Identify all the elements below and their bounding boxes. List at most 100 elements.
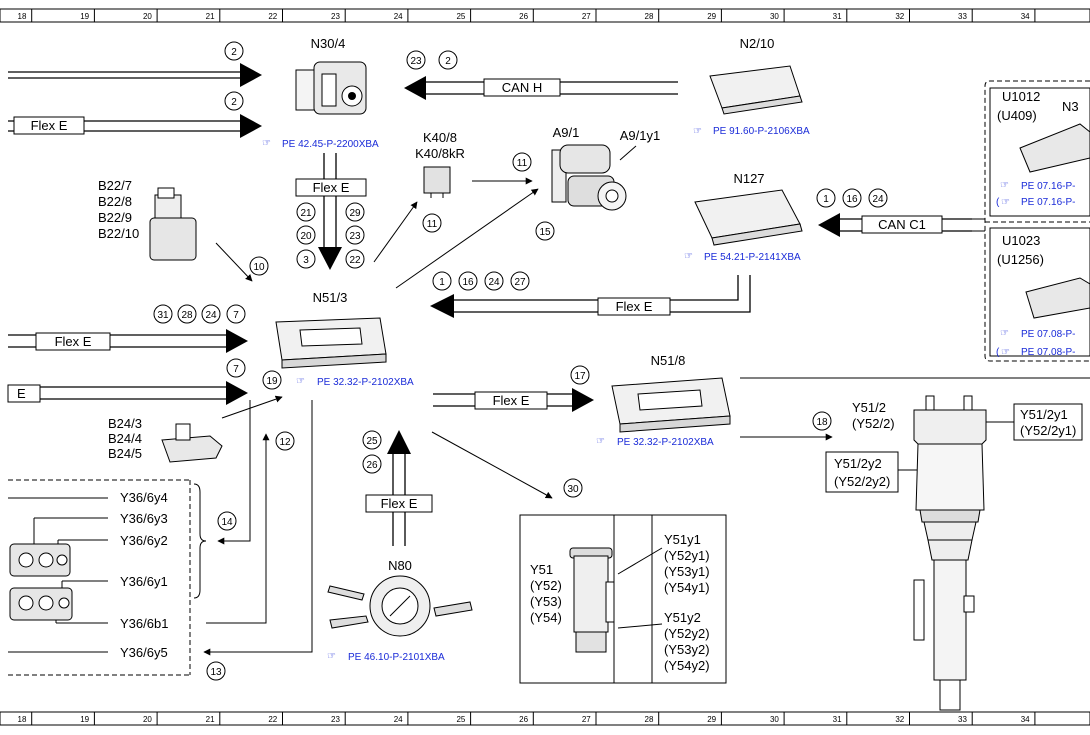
n51-3-to-y36-valves-line — [217, 400, 251, 545]
svg-text:2: 2 — [231, 97, 237, 108]
svg-text:14: 14 — [221, 517, 233, 528]
n51-3-module-icon — [275, 317, 387, 369]
reference-link[interactable]: ☞ PE 07.16-P- — [1000, 180, 1075, 192]
ruler-column-label: 27 — [582, 12, 591, 21]
flex-e-label-up: Flex E — [381, 496, 418, 511]
svg-text:(Y54y2): (Y54y2) — [664, 658, 710, 673]
ruler-column-label: 27 — [582, 715, 591, 724]
svg-text:(Y53y2): (Y53y2) — [664, 642, 710, 657]
ruler-column-label: 19 — [80, 715, 89, 724]
svg-text:1: 1 — [823, 194, 829, 205]
y36-valve-block-icon — [9, 543, 73, 621]
n51-8-reference: PE 32.32-P-2102XBA — [617, 437, 714, 448]
ruler-column-label: 26 — [519, 12, 528, 21]
signal-circle: 18 — [812, 411, 832, 431]
svg-text:B24/5: B24/5 — [108, 446, 142, 461]
n127-module-icon — [694, 189, 803, 246]
flex-e-label-left: Flex E — [55, 334, 92, 349]
ruler-column-label: 21 — [206, 12, 215, 21]
reference-link[interactable]: ☞ PE 07.08-P- — [1000, 328, 1075, 340]
svg-text:28: 28 — [181, 310, 193, 321]
reference-link[interactable]: ☞ PE 42.45-P-2200XBA — [262, 138, 379, 150]
can-c1-bus-arrow: CAN C1 — [818, 213, 972, 237]
n51-3-to-relay-line — [373, 201, 418, 263]
n51-3-to-valve-line — [431, 431, 553, 499]
ruler-column-label: 33 — [958, 12, 967, 21]
signal-circle: 30 — [563, 478, 583, 498]
svg-text:23: 23 — [349, 231, 361, 242]
flex-e-down-arrow: Flex E — [295, 153, 367, 270]
reference-link[interactable]: ☞ PE 91.60-P-2106XBA — [693, 126, 810, 137]
u1012-reference-b: PE 07.16-P- — [1021, 197, 1075, 208]
hand-pointer-icon: ☞ — [327, 651, 336, 662]
a9-1-compressor-icon — [551, 144, 637, 211]
n127-reference: PE 54.21-P-2141XBA — [704, 252, 801, 263]
n80-reference: PE 46.10-P-2101XBA — [348, 652, 445, 663]
svg-text:Y36/6y2: Y36/6y2 — [120, 533, 168, 548]
k40-8-relay-icon — [423, 166, 451, 198]
svg-text:B22/9: B22/9 — [98, 210, 132, 225]
svg-text:Y51y2: Y51y2 — [664, 610, 701, 625]
hand-pointer-icon: ☞ — [596, 436, 605, 447]
reference-link[interactable]: ☞ PE 32.32-P-2102XBA — [296, 376, 414, 388]
svg-text:27: 27 — [514, 277, 526, 288]
svg-text:Y36/6y4: Y36/6y4 — [120, 490, 168, 505]
ruler-column-label: 34 — [1021, 12, 1030, 21]
svg-text:2: 2 — [445, 56, 451, 67]
b24-labels: B24/3 B24/4 B24/5 — [108, 416, 142, 461]
u1023-reference-a: PE 07.08-P- — [1021, 329, 1075, 340]
ruler-column-label: 18 — [18, 715, 27, 724]
ruler-column-label: 25 — [456, 715, 465, 724]
input-line-e-left: E — [7, 381, 248, 405]
hand-pointer-icon: ☞ — [1000, 180, 1009, 191]
ruler-column-label: 20 — [143, 715, 152, 724]
valve-box: Y51 (Y52) (Y53) (Y54) Y51y1 (Y52y1) (Y53… — [519, 514, 727, 684]
n30-4-label: N30/4 — [311, 36, 346, 51]
svg-text:12: 12 — [279, 437, 291, 448]
svg-text:(Y54): (Y54) — [530, 610, 562, 625]
signal-circle: 11 — [512, 152, 532, 172]
u1023-module-icon — [1025, 277, 1090, 319]
u1012-module-icon — [1019, 123, 1090, 173]
reference-link[interactable]: ( ☞ PE 07.08-P- — [996, 347, 1075, 358]
reference-link[interactable]: ☞ PE 32.32-P-2102XBA — [596, 436, 714, 448]
ruler-column-label: 26 — [519, 715, 528, 724]
svg-text:18: 18 — [816, 417, 828, 428]
reference-link[interactable]: ( ☞ PE 07.16-P- — [996, 197, 1075, 208]
svg-text:26: 26 — [366, 460, 378, 471]
ruler-column-label: 28 — [645, 715, 654, 724]
svg-text:11: 11 — [517, 158, 528, 169]
u1023-label: U1023 — [1002, 233, 1040, 248]
b22-to-n51-3-line — [215, 242, 253, 282]
svg-text:20: 20 — [300, 231, 312, 242]
signal-circle: 2 — [224, 91, 244, 111]
n51-3-label: N51/3 — [313, 290, 348, 305]
reference-link[interactable]: ☞ PE 46.10-P-2101XBA — [327, 651, 445, 663]
flex-e-from-n127-arrow: Flex E — [430, 275, 751, 318]
svg-text:24: 24 — [205, 310, 217, 321]
svg-text:1: 1 — [439, 277, 445, 288]
n2-10-label: N2/10 — [740, 36, 775, 51]
can-c1-label: CAN C1 — [878, 217, 926, 232]
ruler-column-label: 30 — [770, 12, 779, 21]
flex-e-label-n51-8: Flex E — [493, 393, 530, 408]
svg-text:(Y52/2y2): (Y52/2y2) — [834, 474, 890, 489]
input-line-flex-e-top: Flex E — [8, 114, 262, 138]
ruler-column-label: 31 — [833, 715, 842, 724]
k40-8kr-label: K40/8kR — [415, 146, 465, 161]
hand-pointer-icon: ☞ — [1001, 197, 1010, 208]
ruler-column-label: 33 — [958, 715, 967, 724]
svg-text:Y36/6y3: Y36/6y3 — [120, 511, 168, 526]
svg-text:B24/3: B24/3 — [108, 416, 142, 431]
reference-link[interactable]: ☞ PE 54.21-P-2141XBA — [684, 251, 801, 263]
ruler-column-label: 21 — [206, 715, 215, 724]
valve-unit-icon — [569, 547, 615, 653]
svg-text:(: ( — [996, 197, 1000, 208]
svg-text:16: 16 — [462, 277, 474, 288]
u1012-reference-a: PE 07.16-P- — [1021, 181, 1075, 192]
k40-8-label: K40/8 — [423, 130, 457, 145]
can-h-bus-arrow: CAN H — [404, 76, 678, 100]
signal-circle: 11 — [422, 213, 442, 233]
svg-text:2: 2 — [231, 47, 237, 58]
